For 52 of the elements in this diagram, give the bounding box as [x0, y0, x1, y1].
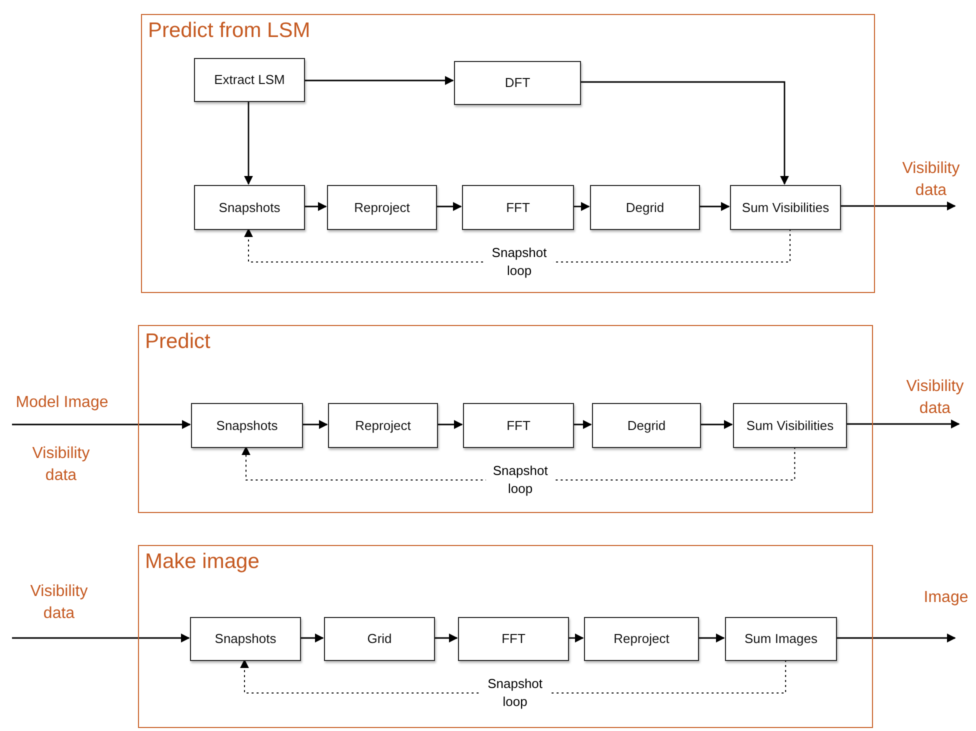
- arrow: [698, 634, 725, 642]
- process-box: Snapshots: [194, 185, 305, 230]
- io-label: Visibility data: [897, 376, 973, 424]
- process-box: FFT: [463, 403, 574, 448]
- process-box: Sum Images: [725, 617, 837, 661]
- io-label: Visibility data: [31, 444, 91, 486]
- process-box: Reproject: [327, 185, 437, 230]
- process-box: Snapshots: [191, 403, 303, 448]
- process-box: FFT: [462, 185, 574, 230]
- arrow: [580, 81, 789, 185]
- panel-title: Make image: [145, 550, 260, 574]
- group-panel: [138, 325, 873, 513]
- process-box: Snapshots: [190, 617, 301, 661]
- process-box: DFT: [454, 61, 581, 105]
- group-panel: [138, 545, 873, 728]
- arrow: [244, 101, 253, 185]
- process-box: Sum Visibilities: [733, 403, 847, 448]
- io-label: Visibility data: [29, 582, 89, 624]
- arrow: [568, 634, 584, 642]
- arrow: [12, 420, 191, 429]
- process-box: Degrid: [592, 403, 701, 448]
- io-label: Visibility data: [893, 158, 969, 206]
- process-box: Reproject: [584, 617, 699, 661]
- io-label: Model Image: [14, 393, 110, 413]
- process-box: Grid: [324, 617, 435, 661]
- process-box: Reproject: [328, 403, 438, 448]
- arrow: [302, 420, 328, 429]
- arrow: [573, 420, 592, 429]
- process-box: Sum Visibilities: [730, 185, 841, 230]
- process-box: FFT: [458, 617, 569, 661]
- arrow: [840, 202, 956, 210]
- panel-title: Predict from LSM: [148, 19, 310, 43]
- process-box: Degrid: [590, 185, 700, 230]
- arrow: [699, 202, 730, 211]
- arrow: [436, 202, 462, 211]
- loop-arrow: [244, 228, 791, 262]
- arrow: [300, 634, 324, 642]
- arrow: [12, 634, 190, 642]
- arrow: [700, 420, 733, 429]
- arrow: [304, 76, 454, 85]
- arrow: [573, 202, 590, 211]
- arrow: [434, 634, 458, 642]
- arrow: [836, 634, 956, 642]
- loop-arrow: [242, 446, 796, 480]
- panel-title: Predict: [145, 330, 210, 354]
- arrow: [304, 202, 327, 211]
- io-label: Image: [922, 588, 970, 608]
- group-panel: [141, 14, 875, 293]
- arrow: [846, 420, 960, 428]
- process-box: Extract LSM: [194, 58, 305, 102]
- loop-arrow: [240, 659, 786, 694]
- arrow: [437, 420, 463, 429]
